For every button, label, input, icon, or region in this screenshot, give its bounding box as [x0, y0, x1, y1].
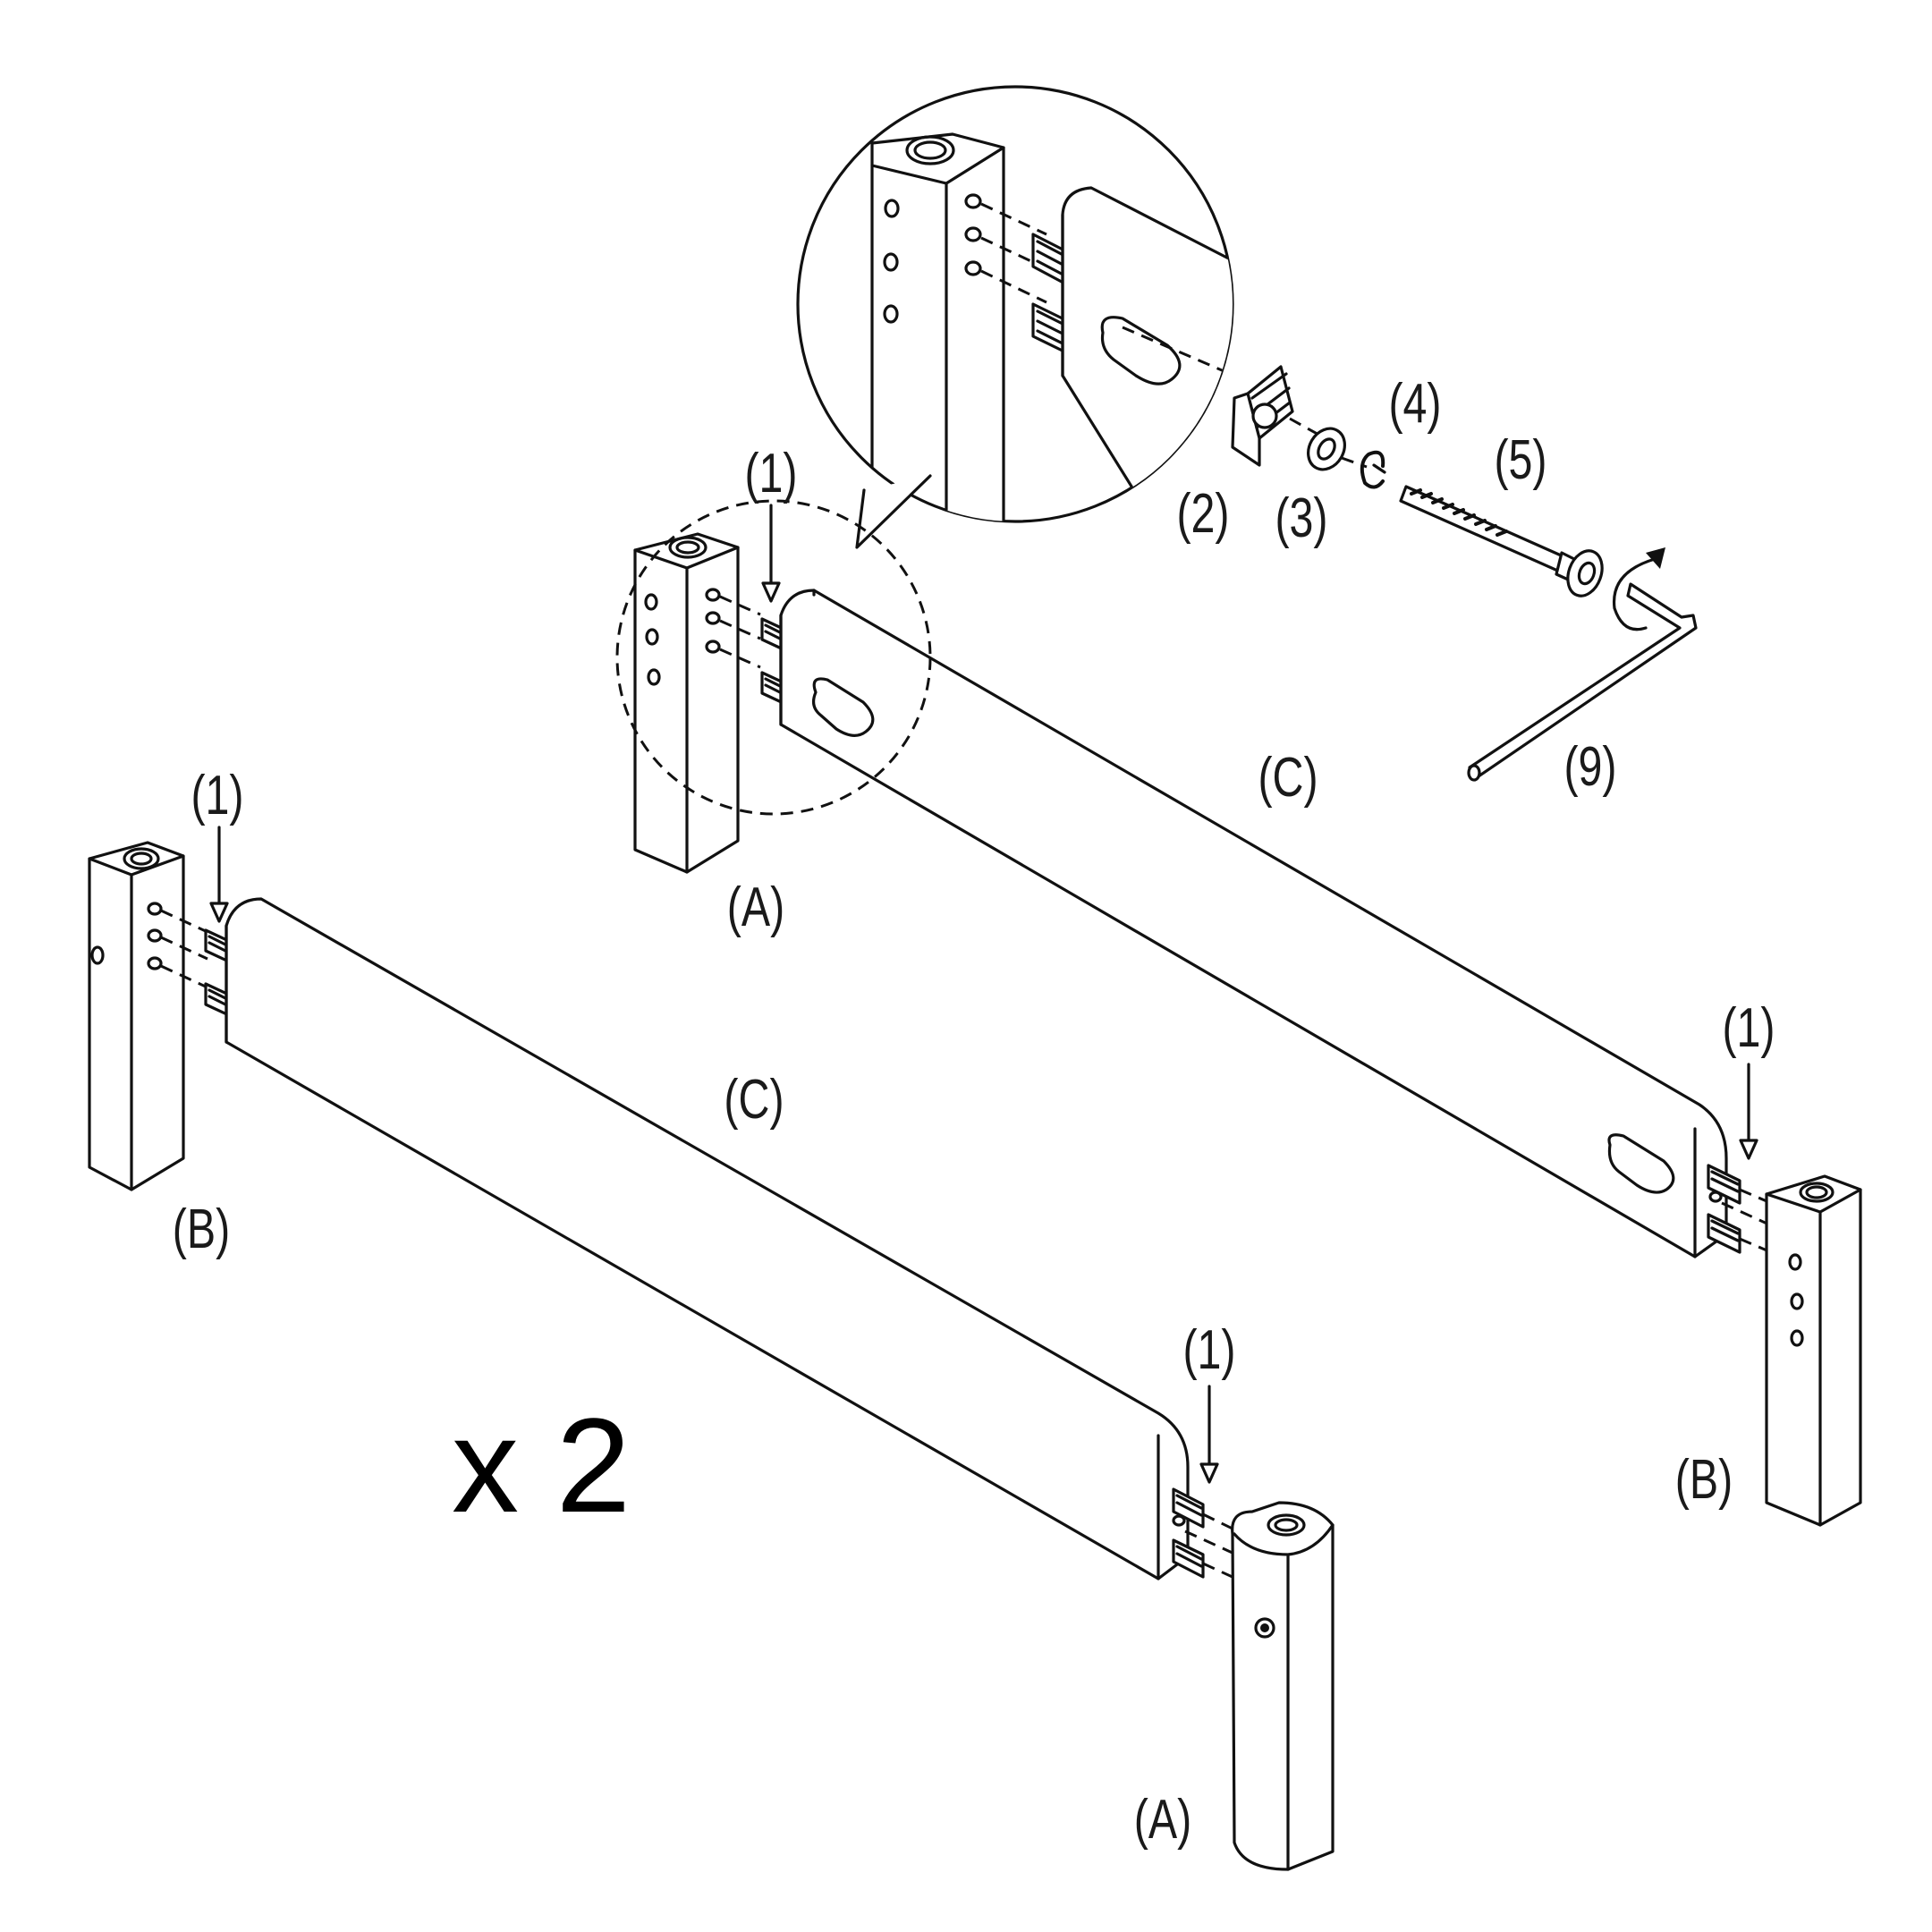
- leg-b-right: [1765, 1174, 1862, 1527]
- cam-nut-icon: [1231, 365, 1323, 467]
- quantity-label: x 2: [452, 1390, 631, 1540]
- rail-c-back: [779, 589, 1728, 1258]
- lock-washer-icon: [1360, 450, 1386, 489]
- rail-c-label: (C): [1258, 746, 1318, 808]
- leg-b-left: [88, 841, 208, 1191]
- cam-nut-label: (2): [1176, 482, 1229, 544]
- down-arrow-icon: [761, 504, 781, 603]
- bolt-label: (5): [1494, 428, 1546, 490]
- bolt-icon: [1399, 485, 1604, 597]
- dowel-icon: [1172, 1487, 1235, 1580]
- allen-key-label: (9): [1563, 735, 1616, 797]
- rotate-arrow-icon: [1612, 547, 1665, 631]
- rail-c-label: (C): [724, 1068, 784, 1130]
- leg-a-front: [1231, 1501, 1335, 1871]
- front-rail-assembly: [88, 841, 1335, 1871]
- washer-label: (3): [1275, 487, 1327, 548]
- allen-key-icon: [1467, 582, 1698, 782]
- dowel-label: (1): [1182, 1318, 1235, 1380]
- leg-b-label: (B): [173, 1198, 230, 1259]
- down-arrow-icon: [209, 826, 229, 923]
- down-arrow-icon: [1199, 1385, 1219, 1484]
- lock-washer-label: (4): [1388, 372, 1441, 434]
- zoom-pointer: [855, 474, 932, 549]
- back-rail-assembly: [615, 499, 1862, 1527]
- zoom-slot: [1100, 316, 1182, 386]
- leg-a-back: [633, 532, 761, 874]
- down-arrow-icon: [1739, 1063, 1758, 1160]
- dowel-label: (1): [744, 442, 797, 504]
- detail-marker-circle: [615, 499, 932, 816]
- leg-b-label: (B): [1675, 1448, 1733, 1510]
- dowel-label: (1): [1722, 996, 1775, 1058]
- leg-a-label: (A): [1134, 1788, 1191, 1850]
- leg-a-label: (A): [727, 876, 784, 937]
- dowel-label: (1): [191, 764, 243, 826]
- rail-c-front: [225, 897, 1190, 1580]
